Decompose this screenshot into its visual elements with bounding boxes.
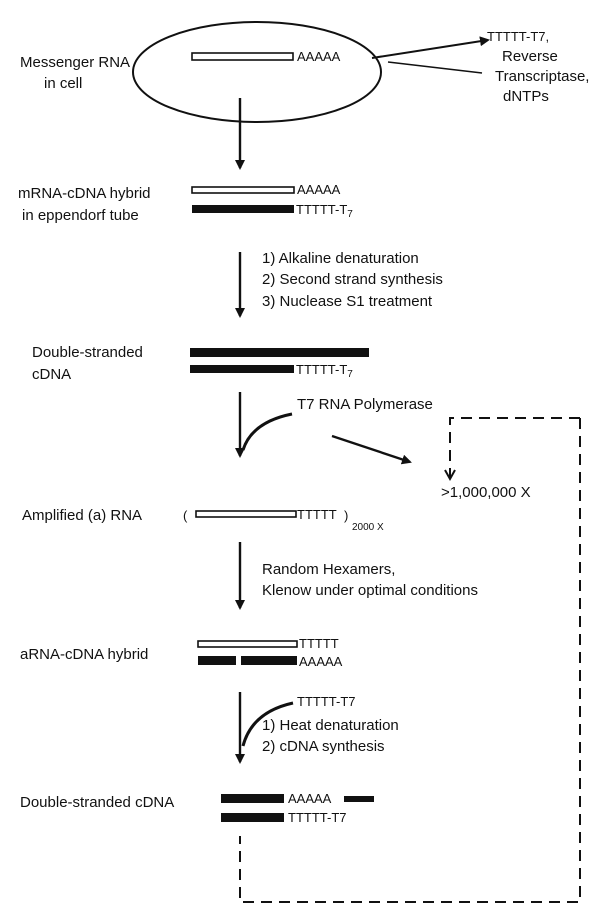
hybrid-mrna-strand bbox=[191, 186, 295, 194]
ds-cdna-primer: TTTTT-T7 bbox=[296, 362, 353, 380]
hybrid-label-line1: mRNA-cDNA hybrid bbox=[18, 185, 151, 202]
arna-strand bbox=[195, 510, 297, 518]
final-top-fragment bbox=[344, 796, 374, 802]
arna-hybrid-top-strand bbox=[197, 640, 298, 648]
cell-label-line1: Messenger RNA bbox=[20, 54, 130, 71]
arna-label: Amplified (a) RNA bbox=[22, 507, 142, 524]
reagent-dntps: dNTPs bbox=[503, 88, 549, 105]
ds-cdna-label-line2: cDNA bbox=[32, 366, 71, 383]
polymerase-label: T7 RNA Polymerase bbox=[297, 396, 433, 413]
step2-item1: 1) Alkaline denaturation bbox=[262, 250, 419, 267]
hybrid-primer: TTTTT-T7 bbox=[296, 202, 353, 220]
cell-ellipse bbox=[132, 21, 382, 123]
step4-line2: Klenow under optimal conditions bbox=[262, 582, 478, 599]
ds-cdna-label-line1: Double-stranded bbox=[32, 344, 143, 361]
polymerase-curve bbox=[241, 412, 293, 451]
step5-item1: 1) Heat denaturation bbox=[262, 717, 399, 734]
loop-arrowhead bbox=[444, 469, 456, 482]
mrna-polya: AAAAA bbox=[297, 49, 341, 64]
amplification-arrow bbox=[331, 434, 412, 465]
arna-tail: TTTTT bbox=[297, 507, 337, 522]
hybrid-polya: AAAAA bbox=[297, 182, 341, 197]
final-polya: AAAAA bbox=[288, 791, 332, 806]
hybrid-cdna-strand bbox=[192, 205, 294, 213]
reagent-line bbox=[387, 61, 483, 74]
cell-label-line2: in cell bbox=[44, 75, 82, 92]
step4-line1: Random Hexamers, bbox=[262, 561, 395, 578]
step5-primer-curve bbox=[241, 701, 294, 747]
reagent-primer: TTTTT-T7, bbox=[487, 29, 549, 44]
step5-primer: TTTTT-T7 bbox=[297, 694, 356, 709]
loop-return-dashed bbox=[239, 418, 581, 903]
reagent-arrow bbox=[371, 36, 490, 59]
final-label: Double-stranded cDNA bbox=[20, 794, 174, 811]
step2-item2: 2) Second strand synthesis bbox=[262, 271, 443, 288]
final-bottom-strand bbox=[221, 813, 284, 822]
amplification-fold: >1,000,000 X bbox=[441, 484, 531, 501]
loop-top-dashed bbox=[449, 417, 580, 478]
ds-cdna-top-strand bbox=[190, 348, 369, 357]
hybrid-label-line2: in eppendorf tube bbox=[22, 207, 139, 224]
arna-hybrid-cdna-fragment-2 bbox=[241, 656, 297, 665]
arna-multiplier: 2000 X bbox=[352, 522, 384, 533]
arna-hybrid-tail-top: TTTTT bbox=[299, 636, 339, 651]
arna-hybrid-label: aRNA-cDNA hybrid bbox=[20, 646, 148, 663]
final-primer: TTTTT-T7 bbox=[288, 810, 347, 825]
arna-bracket-left: ( bbox=[183, 508, 188, 523]
step2-item3: 3) Nuclease S1 treatment bbox=[262, 293, 433, 310]
arna-hybrid-cdna-fragment-1 bbox=[198, 656, 236, 665]
ds-cdna-bottom-strand bbox=[190, 365, 294, 373]
final-top-strand bbox=[221, 794, 284, 803]
step5-item2: 2) cDNA synthesis bbox=[262, 738, 385, 755]
arna-hybrid-tail-bottom: AAAAA bbox=[299, 654, 343, 669]
mrna-strand bbox=[191, 52, 294, 61]
arna-bracket-right: ) bbox=[344, 508, 348, 523]
reagent-reverse: Reverse bbox=[502, 48, 558, 65]
reagent-transcriptase: Transcriptase, bbox=[495, 68, 589, 85]
